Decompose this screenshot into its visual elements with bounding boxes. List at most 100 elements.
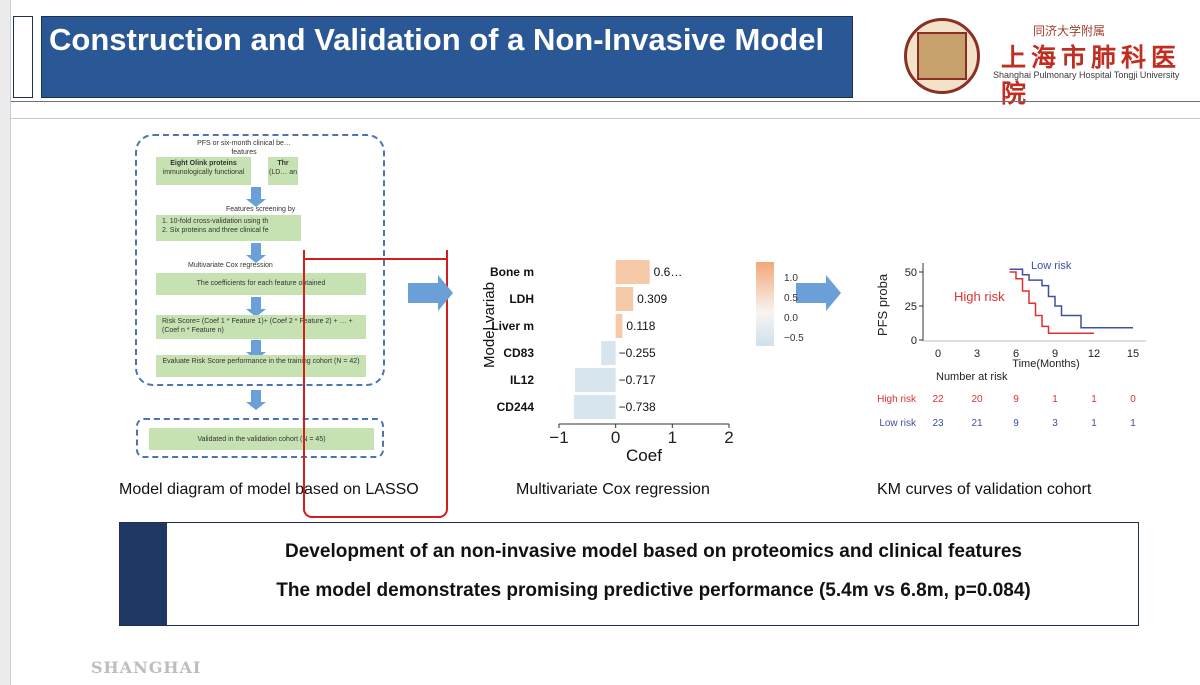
cox-x-tick-label: 2 bbox=[724, 428, 733, 447]
title-accent-box bbox=[13, 16, 33, 98]
flow-box-clinical: Thr(LD… an bbox=[268, 157, 298, 185]
km-y-axis-title: PFS proba bbox=[875, 273, 890, 336]
logo-en: Shanghai Pulmonary Hospital Tongji Unive… bbox=[993, 70, 1180, 80]
cox-y-axis-title: Model variab bbox=[481, 282, 498, 368]
caption-km: KM curves of validation cohort bbox=[877, 481, 1092, 498]
header-divider bbox=[11, 101, 1200, 102]
flow-box-risk-score: Risk Score= (Coef 1 * Feature 1)+ (Coef … bbox=[156, 315, 366, 339]
cox-data-label: 0.6… bbox=[654, 265, 683, 279]
cox-bar bbox=[573, 395, 616, 419]
flow-box-coef: The coefficients for each feature obtain… bbox=[156, 273, 366, 295]
km-x-tick-label: 12 bbox=[1088, 348, 1100, 360]
cox-category-label: IL12 bbox=[510, 373, 534, 387]
highlight-box bbox=[303, 250, 448, 518]
validation-dashed-frame bbox=[136, 418, 384, 458]
flow-screen-label: Features screening by bbox=[226, 206, 296, 213]
colorbar-tick-label: 0.0 bbox=[784, 313, 798, 324]
right-arrow-icon bbox=[796, 275, 841, 311]
down-arrow-icon bbox=[246, 390, 266, 410]
caption-cox: Multivariate Cox regression bbox=[516, 481, 710, 498]
cox-data-label: −0.717 bbox=[619, 373, 656, 387]
caption-model: Model diagram of model based on LASSO bbox=[119, 481, 419, 498]
km-y-tick-label: 25 bbox=[905, 301, 917, 313]
km-risk-row-label: High risk bbox=[877, 394, 917, 405]
km-series-label: High risk bbox=[954, 289, 1005, 304]
cox-x-tick-label: −1 bbox=[549, 428, 568, 447]
km-risk-value: 1 bbox=[1091, 394, 1097, 405]
km-series-line bbox=[1009, 268, 1133, 329]
km-risk-value: 1 bbox=[1091, 418, 1097, 429]
cox-data-label: 0.118 bbox=[626, 319, 655, 333]
cox-category-label: CD244 bbox=[497, 400, 535, 414]
cox-bar bbox=[615, 287, 634, 311]
cox-category-label: LDH bbox=[509, 292, 534, 306]
cox-bar bbox=[615, 260, 650, 284]
down-arrow-icon bbox=[246, 187, 266, 207]
cox-category-label: Liver m bbox=[491, 319, 534, 333]
summary-box: Development of an non-invasive model bas… bbox=[119, 522, 1139, 626]
km-risk-value: 20 bbox=[971, 394, 983, 405]
header-divider-2 bbox=[11, 118, 1200, 119]
km-series-line bbox=[1009, 271, 1094, 334]
flow-cox-label: Multivariate Cox regression bbox=[188, 262, 273, 269]
km-x-axis-title: Time(Months) bbox=[1012, 358, 1079, 370]
cox-colorbar: 1.0 0.5 0.0 −0.5 bbox=[756, 262, 804, 346]
km-y-tick-label: 50 bbox=[905, 267, 917, 279]
colorbar-tick-label: 0.5 bbox=[784, 293, 798, 304]
km-risk-value: 9 bbox=[1013, 418, 1019, 429]
flowchart-dashed-frame bbox=[135, 134, 385, 386]
highlight-box-top bbox=[303, 258, 448, 260]
colorbar-gradient bbox=[756, 262, 774, 346]
km-x-tick-label: 6 bbox=[1013, 348, 1019, 360]
km-risk-table-title: Number at risk bbox=[936, 371, 1008, 383]
cox-bar bbox=[601, 341, 616, 365]
km-risk-row-label: Low risk bbox=[879, 418, 917, 429]
cox-x-tick-label: 1 bbox=[668, 428, 677, 447]
slide: Construction and Validation of a Non-Inv… bbox=[10, 0, 1200, 685]
km-series-label: Low risk bbox=[1031, 260, 1072, 272]
colorbar-tick-label: −0.5 bbox=[784, 333, 804, 344]
right-arrow-icon bbox=[408, 275, 453, 311]
km-risk-value: 22 bbox=[932, 394, 944, 405]
summary-accent-bar bbox=[120, 523, 167, 625]
km-x-tick-label: 9 bbox=[1052, 348, 1058, 360]
km-risk-value: 23 bbox=[932, 418, 944, 429]
down-arrow-icon bbox=[246, 243, 266, 263]
summary-line-2: The model demonstrates promising predict… bbox=[276, 580, 1031, 601]
km-x-tick-label: 0 bbox=[935, 348, 941, 360]
cox-bar bbox=[575, 368, 616, 392]
cox-category-label: Bone m bbox=[490, 265, 534, 279]
km-risk-value: 21 bbox=[971, 418, 983, 429]
logo-cn-main: 上海市肺科医院 bbox=[1001, 43, 1182, 108]
cox-category-label: CD83 bbox=[503, 346, 534, 360]
cox-x-tick-label: 0 bbox=[611, 428, 620, 447]
cox-bar bbox=[615, 314, 623, 338]
km-risk-value: 3 bbox=[1052, 418, 1058, 429]
flow-box-validate: Validated in the validation cohort (N = … bbox=[149, 428, 374, 450]
cox-data-label: 0.309 bbox=[637, 292, 667, 306]
km-risk-value: 9 bbox=[1013, 394, 1019, 405]
cox-x-axis-title: Coef bbox=[626, 446, 662, 465]
hospital-seal-logo bbox=[904, 18, 980, 94]
km-risk-value: 1 bbox=[1052, 394, 1058, 405]
km-risk-value: 0 bbox=[1130, 394, 1136, 405]
flow-box-evaluate: Evaluate Risk Score performance in the t… bbox=[156, 355, 366, 377]
footer-watermark: SHANGHAI bbox=[91, 658, 202, 677]
cox-data-label: −0.738 bbox=[619, 400, 656, 414]
colorbar-tick-label: 1.0 bbox=[784, 273, 798, 284]
logo-cn-small: 同济大学附属 bbox=[1033, 24, 1106, 38]
page-title: Construction and Validation of a Non-Inv… bbox=[41, 16, 853, 98]
down-arrow-icon bbox=[246, 297, 266, 317]
down-arrow-icon bbox=[246, 340, 266, 360]
cox-data-label: −0.255 bbox=[619, 346, 656, 360]
flow-top-label: PFS or six-month clinical be… features bbox=[197, 140, 291, 156]
km-x-tick-label: 3 bbox=[974, 348, 980, 360]
km-y-tick-label: 0 bbox=[911, 335, 917, 347]
km-x-tick-label: 15 bbox=[1127, 348, 1139, 360]
summary-line-1: Development of an non-invasive model bas… bbox=[285, 541, 1022, 562]
km-risk-value: 1 bbox=[1130, 418, 1136, 429]
